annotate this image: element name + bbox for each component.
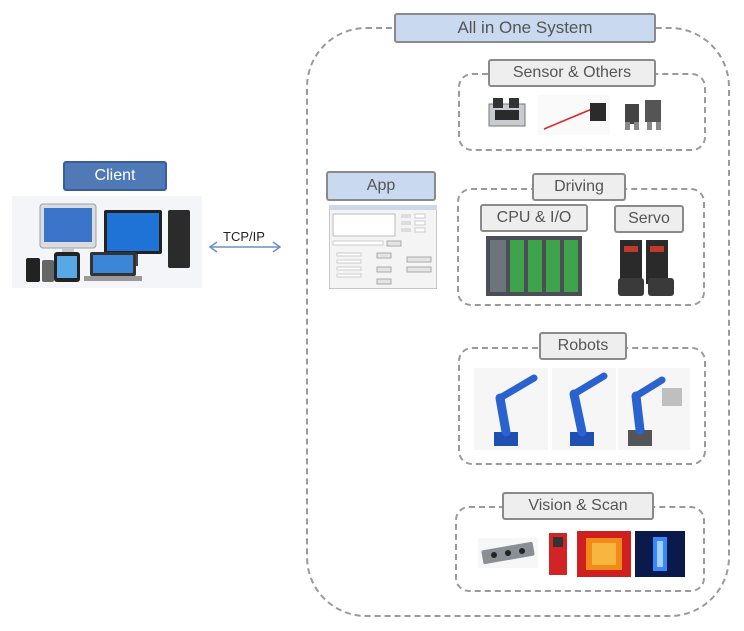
- gripper-image: [625, 100, 661, 130]
- edge-label-tcpip: TCP/IP: [223, 229, 265, 244]
- cpu-label: CPU & I/O: [480, 204, 588, 232]
- 3d-scanner-image: [478, 538, 538, 568]
- app-label: App: [326, 171, 436, 201]
- client-label: Client: [63, 161, 167, 191]
- tcpip-arrow: [208, 241, 282, 253]
- robot-arm-image-2: [552, 368, 616, 450]
- vision-label: Vision & Scan: [502, 492, 654, 520]
- app-screenshot-image: [329, 205, 437, 289]
- robots-label: Robots: [539, 332, 627, 360]
- client-computers-image: [12, 196, 202, 288]
- robot-arm-image-3: [618, 368, 690, 450]
- pneumatic-valve-image: [488, 98, 526, 127]
- plc-cpu-io-image: [486, 236, 582, 296]
- thermal-scan-image: [577, 531, 631, 577]
- robot-arm-image-1: [474, 368, 548, 450]
- vision-camera-image: [549, 533, 567, 575]
- structured-light-scan-image: [635, 531, 685, 577]
- servo-drive-image: [618, 240, 674, 296]
- sensor-label: Sensor & Others: [488, 59, 656, 87]
- servo-label: Servo: [614, 205, 684, 233]
- laser-sensor-image: [538, 95, 610, 135]
- system-title: All in One System: [394, 13, 656, 43]
- driving-label: Driving: [532, 173, 626, 201]
